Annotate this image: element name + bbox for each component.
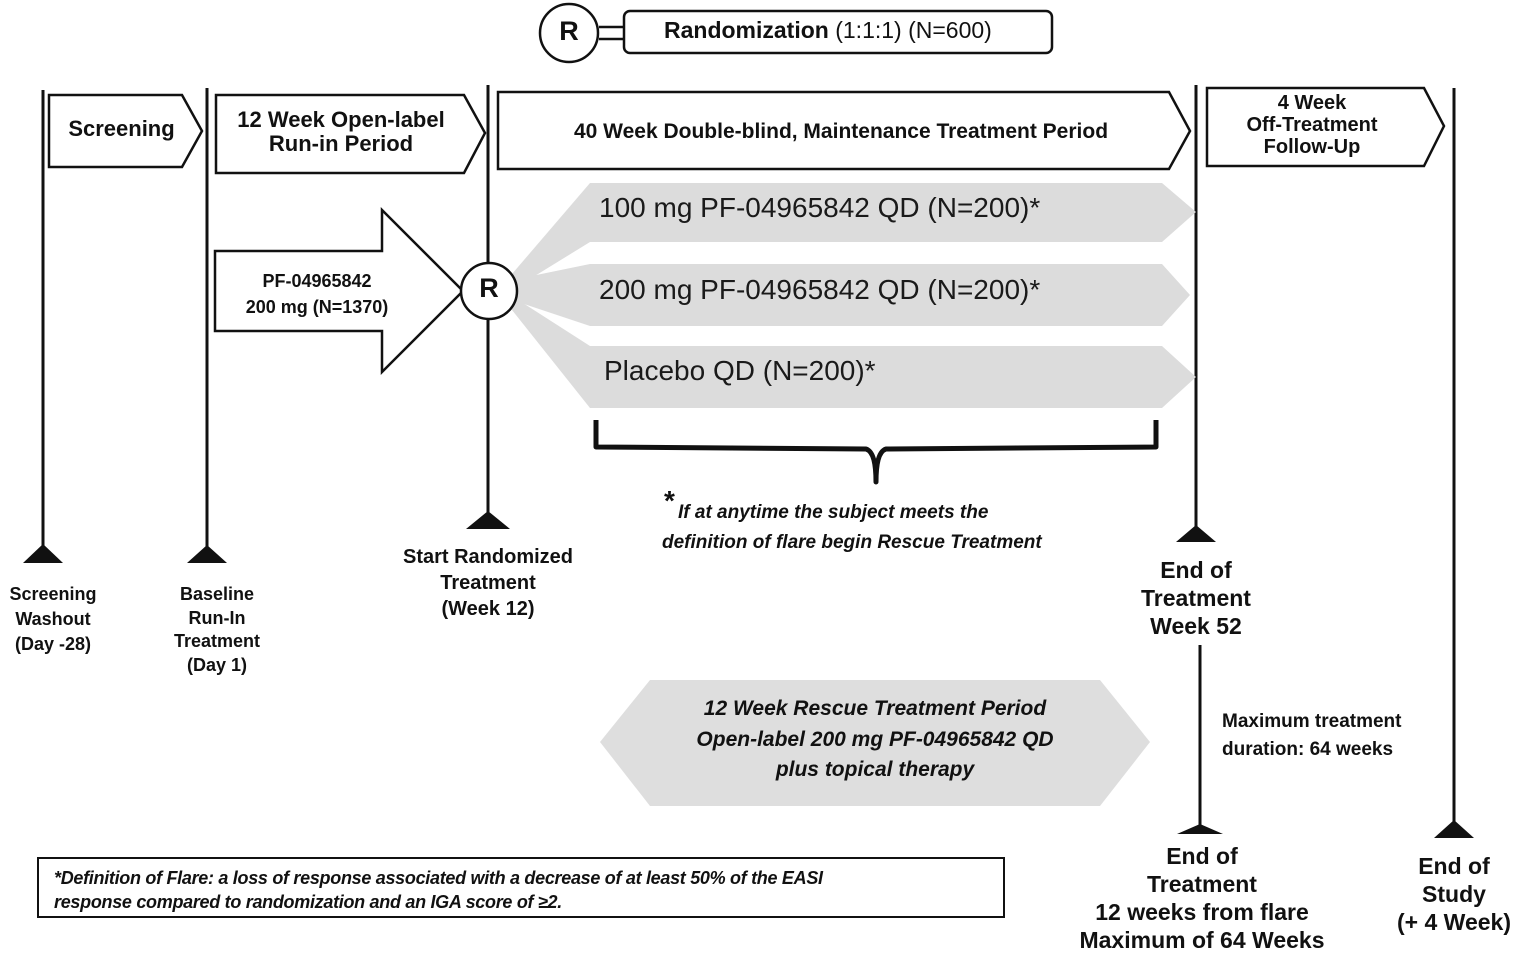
arm-200mg-label: 200 mg PF-04965842 QD (N=200)* — [599, 274, 1041, 305]
period-screening-label: Screening — [68, 116, 175, 141]
period-followup-chevron — [1205, 86, 1446, 168]
arm-placebo-label: Placebo QD (N=200)* — [604, 355, 876, 386]
period-maintenance-label: 40 Week Double-blind, Maintenance Treatm… — [573, 120, 1109, 143]
randomize-circle — [459, 261, 519, 321]
randomization-detail: (1:1:1) (N=600) — [835, 17, 992, 43]
period-runin-chevron — [214, 93, 487, 175]
randomization-title: Randomization — [664, 17, 829, 43]
milestone-marker — [187, 545, 227, 563]
milestone-marker — [1176, 525, 1216, 542]
flare-note-asterisk: * — [664, 485, 675, 516]
period-maintenance-chevron — [496, 90, 1192, 171]
milestone-marker — [23, 544, 63, 563]
milestone-marker — [466, 511, 510, 529]
randomize-symbol: R — [479, 273, 499, 303]
flare-definition-footnote: *Definition of Flare: a loss of response… — [37, 857, 1005, 918]
rescue-hexagon — [600, 680, 1150, 806]
runin-arrow — [213, 206, 465, 376]
arm-100mg-chevron — [590, 183, 1196, 242]
randomization-box — [622, 9, 1054, 55]
randomization-circle — [538, 2, 600, 64]
arm-100mg-label: 100 mg PF-04965842 QD (N=200)* — [599, 192, 1041, 223]
randomization-label: Randomization (1:1:1) (N=600) — [624, 17, 1076, 43]
arms-brace — [593, 420, 1159, 485]
period-screening-chevron — [47, 93, 204, 169]
milestone-marker — [1177, 824, 1223, 834]
arm-placebo-chevron — [590, 346, 1196, 408]
arm-200mg-chevron — [590, 264, 1190, 326]
milestone-marker — [1434, 820, 1474, 838]
randomization-symbol: R — [559, 16, 579, 46]
